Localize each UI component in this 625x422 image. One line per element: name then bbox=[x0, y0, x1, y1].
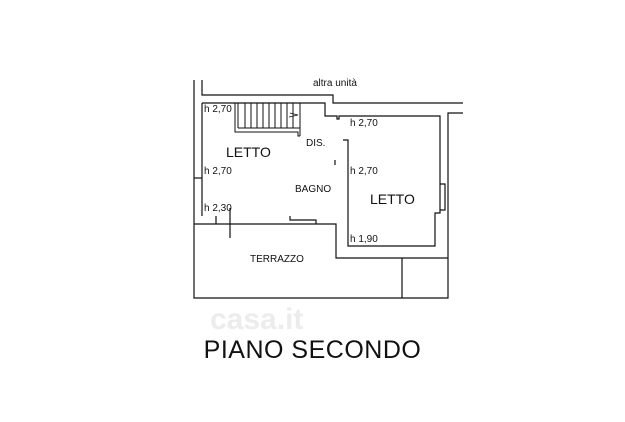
height-label: h 2,70 bbox=[204, 104, 232, 115]
height-label: h 2,70 bbox=[204, 166, 232, 177]
height-label: h 2,70 bbox=[350, 166, 378, 177]
height-label: h 2,70 bbox=[350, 118, 378, 129]
room-label-letto: LETTO bbox=[226, 144, 271, 160]
other-unit-label: altra unità bbox=[313, 78, 357, 89]
room-label-dis: DIS. bbox=[306, 138, 326, 149]
plan-title: PIANO SECONDO bbox=[203, 336, 422, 364]
staircase-icon bbox=[234, 103, 301, 137]
room-label-terrazzo: TERRAZZO bbox=[250, 254, 304, 265]
height-label: h 1,90 bbox=[350, 234, 378, 245]
height-label: h 2,30 bbox=[204, 203, 232, 214]
room-label-bagno: BAGNO bbox=[295, 184, 332, 195]
walls bbox=[193, 80, 463, 299]
watermark: casa.it bbox=[210, 303, 304, 336]
room-label-letto: LETTO bbox=[370, 191, 415, 207]
